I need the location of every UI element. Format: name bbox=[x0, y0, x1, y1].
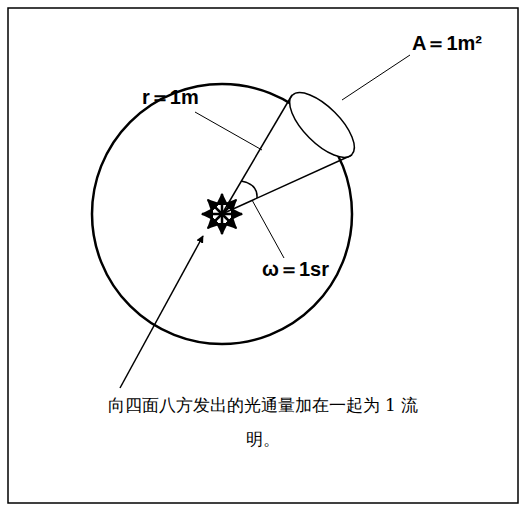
flux-arrow bbox=[222, 213, 242, 216]
flux-arrow bbox=[208, 200, 222, 214]
leader-line bbox=[195, 112, 262, 150]
flux-arrow bbox=[222, 200, 236, 214]
pointer-arrow bbox=[120, 236, 203, 388]
area-label: A＝1m² bbox=[412, 32, 482, 54]
note-text: 向四面八方发出的光通量加在一起为 1 流明。 bbox=[103, 388, 423, 456]
solid-angle-arc bbox=[241, 181, 257, 198]
flux-arrow bbox=[222, 214, 236, 228]
area-ellipse bbox=[280, 83, 365, 168]
flux-arrow bbox=[221, 194, 224, 214]
frame bbox=[8, 8, 518, 503]
flux-arrow bbox=[221, 214, 224, 234]
leader-line bbox=[252, 200, 284, 258]
cone-edge bbox=[222, 95, 292, 214]
cone-edge bbox=[222, 155, 352, 214]
leader-line bbox=[342, 55, 410, 100]
flux-arrow bbox=[202, 213, 222, 216]
light-source-arrows bbox=[202, 194, 242, 234]
solid-angle-label: ω＝1sr bbox=[262, 258, 329, 280]
radius-label: r＝1m bbox=[142, 86, 199, 108]
flux-arrow bbox=[208, 214, 222, 228]
